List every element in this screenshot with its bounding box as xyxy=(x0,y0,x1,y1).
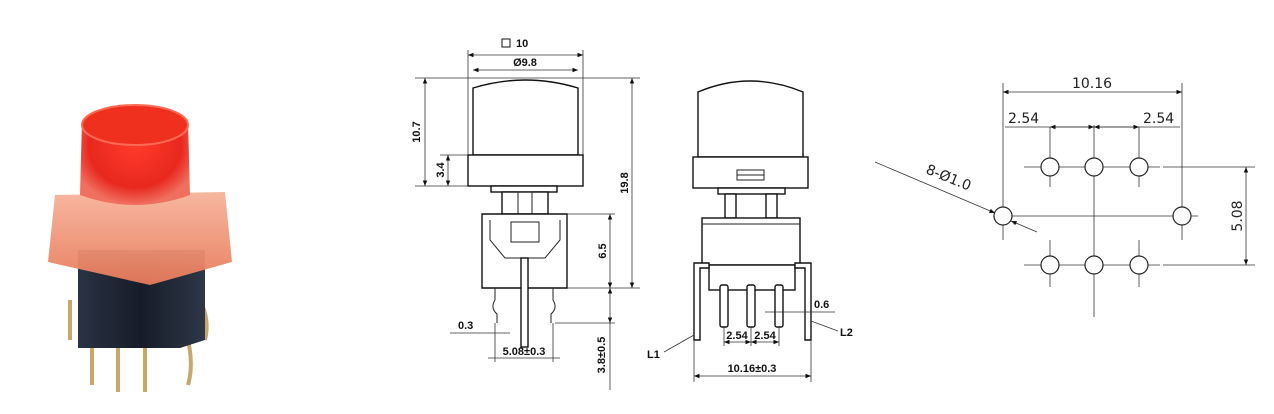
dim-footprint-width: 10.16 xyxy=(1072,76,1112,92)
dim-footprint-pitch-left: 2.54 xyxy=(1008,111,1039,127)
dim-total-height: 19.8 xyxy=(619,172,631,193)
footprint-holes xyxy=(993,157,1192,275)
dim-pin-spacing: 5.08±0.3 xyxy=(503,346,546,358)
side-view: 2.54 2.54 0.6 10.16±0.3 L1 L2 xyxy=(647,80,853,382)
square-symbol-icon xyxy=(501,38,511,48)
dim-flange-height: 3.4 xyxy=(435,161,447,177)
dim-cap-height: 10.7 xyxy=(411,121,423,142)
dim-row-spacing: 5.08 xyxy=(1230,200,1246,231)
dim-lead-spacing: 10.16±0.3 xyxy=(728,363,777,375)
front-view: 10 Ø9.8 10.7 3.4 19.8 6.5 3.8±0.5 0.3 5.… xyxy=(411,38,640,390)
dim-footprint-pitch-right: 2.54 xyxy=(1143,111,1174,127)
pcb-footprint: 10.16 2.54 2.54 5.08 8-Ø1.0 xyxy=(874,76,1255,317)
dim-pin-length: 3.8±0.5 xyxy=(596,337,608,374)
dim-pin-width: 0.3 xyxy=(458,320,473,332)
dim-pin-width-side: 0.6 xyxy=(814,299,829,311)
dim-square: 10 xyxy=(516,38,528,50)
dim-hole-spec: 8-Ø1.0 xyxy=(924,162,974,195)
product-photo xyxy=(48,104,232,392)
dim-diameter: Ø9.8 xyxy=(513,57,537,69)
dim-pitch-left: 2.54 xyxy=(726,330,748,342)
flange xyxy=(48,192,232,285)
dim-pitch-right: 2.54 xyxy=(754,330,776,342)
dim-body-height: 6.5 xyxy=(597,243,609,258)
lead-label-l1: L1 xyxy=(647,349,660,361)
lead-label-l2: L2 xyxy=(840,327,853,339)
